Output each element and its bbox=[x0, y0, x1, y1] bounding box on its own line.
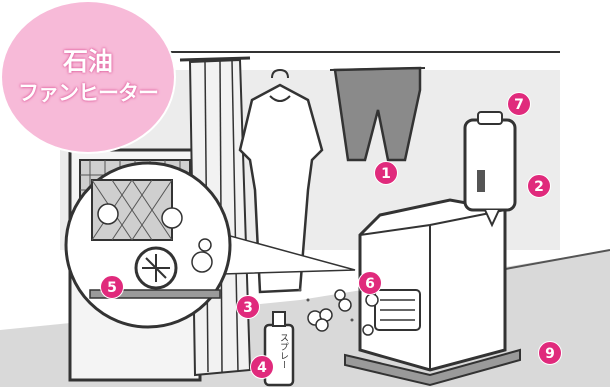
marker-3: 3 bbox=[236, 295, 260, 319]
marker-6: 6 bbox=[358, 271, 382, 295]
fuel-tank bbox=[465, 120, 515, 210]
fuel-tank-gauge bbox=[477, 170, 485, 192]
title-badge: 石油 ファンヒーター bbox=[2, 2, 174, 152]
marker-4: 4 bbox=[250, 355, 274, 379]
marker-7: 7 bbox=[507, 92, 531, 116]
marker-9: 9 bbox=[538, 341, 562, 365]
spray-can-nozzle bbox=[273, 312, 285, 326]
fuel-tank-cap bbox=[478, 112, 502, 124]
marker-2: 2 bbox=[527, 174, 551, 198]
marker-5: 5 bbox=[100, 275, 124, 299]
title-line-2: ファンヒーター bbox=[18, 78, 158, 108]
title-line-1: 石油 bbox=[63, 46, 113, 78]
marker-1: 1 bbox=[374, 161, 398, 185]
